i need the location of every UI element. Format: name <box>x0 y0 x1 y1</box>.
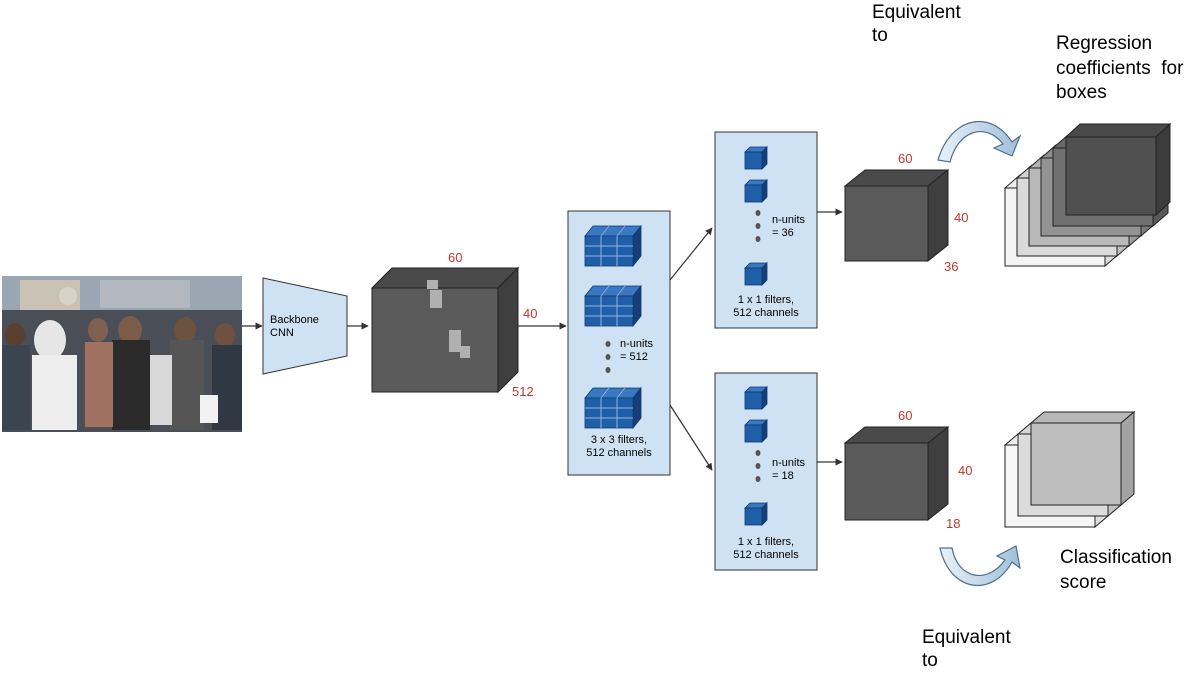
conv3-caption: 3 x 3 filters, 512 channels <box>572 434 666 459</box>
out-top-depth-label: 36 <box>944 259 959 274</box>
out-bottom-depth-label: 18 <box>946 516 961 531</box>
conv1-top-n-units-label: n-units <box>772 214 806 226</box>
conv1-top-caption-line1: 1 x 1 filters, <box>737 294 795 306</box>
classification-label: Classification score <box>1060 546 1172 595</box>
conv1-bottom-cube-1 <box>744 386 768 410</box>
conv1-bottom-n-units-value: = 18 <box>772 469 794 482</box>
regression-label: Regression coefficients for boxes <box>1056 32 1183 106</box>
conv1-bottom-cube-3 <box>744 502 768 526</box>
conv1-top-caption: 1 x 1 filters, 512 channels <box>719 294 813 319</box>
conv3-n-units-value: = 512 <box>620 350 648 363</box>
equivalent-top-label: Equivalent to <box>872 2 961 48</box>
arrow-conv3-to-top <box>669 227 713 281</box>
conv1-bottom-ellipsis-dots <box>755 450 761 482</box>
classification-line1: Classification <box>1060 547 1172 568</box>
backbone-cnn-block <box>262 277 348 375</box>
equivalent-top-line1: Equivalent <box>872 2 961 23</box>
output-top-cuboid <box>843 168 950 263</box>
output-bottom-cuboid <box>843 425 950 522</box>
conv1-bottom-caption-line2: 512 channels <box>733 548 799 561</box>
arrow-conv3-to-bottom <box>669 404 713 471</box>
regression-stack <box>1003 122 1172 268</box>
conv3-filter-cube-1 <box>584 225 642 267</box>
conv1-top-cube-1 <box>744 146 768 170</box>
conv3-caption-line1: 3 x 3 filters, <box>590 434 648 446</box>
conv3-n-units-label: n-units <box>620 338 654 350</box>
conv3-ellipsis-dots <box>605 341 611 373</box>
feature-height-label: 40 <box>523 306 538 321</box>
conv1-top-n-units: n-units = 36 <box>772 214 805 239</box>
conv3-caption-line2: 512 channels <box>586 446 652 459</box>
equivalent-top-line2: to <box>872 24 888 46</box>
conv1-top-cube-3 <box>744 262 768 286</box>
out-bottom-width-label: 60 <box>898 408 913 423</box>
out-top-height-label: 40 <box>954 210 969 225</box>
conv1-bottom-caption: 1 x 1 filters, 512 channels <box>719 536 813 561</box>
conv1-bottom-caption-line1: 1 x 1 filters, <box>737 536 795 548</box>
regression-line1: Regression <box>1056 33 1153 54</box>
backbone-label: Backbone CNN <box>270 314 319 339</box>
equivalent-bottom-label: Equivalent to <box>922 627 1011 673</box>
feature-width-label: 60 <box>448 250 463 265</box>
conv1-bottom-panel <box>714 372 818 571</box>
curved-arrow-top <box>937 120 1022 163</box>
conv1-bottom-cube-2 <box>744 419 768 443</box>
conv1-top-cube-2 <box>744 179 768 203</box>
out-bottom-height-label: 40 <box>958 463 973 478</box>
out-top-width-label: 60 <box>898 151 913 166</box>
conv3-n-units: n-units = 512 <box>620 338 653 363</box>
conv1-top-caption-line2: 512 channels <box>733 306 799 319</box>
conv1-top-ellipsis-dots <box>755 210 761 242</box>
feature-map-cuboid <box>370 266 520 394</box>
regression-line3: boxes <box>1056 82 1107 104</box>
conv3-filter-cube-3 <box>584 387 642 429</box>
classification-stack <box>1003 410 1136 529</box>
classification-line2: score <box>1060 571 1107 593</box>
backbone-label-line2: CNN <box>270 326 294 339</box>
curved-arrow-bottom <box>939 545 1021 587</box>
input-photo <box>2 276 242 432</box>
backbone-label-line1: Backbone <box>270 314 319 326</box>
conv1-top-n-units-value: = 36 <box>772 226 794 239</box>
conv1-bottom-n-units-label: n-units <box>772 457 806 469</box>
equivalent-bottom-line1: Equivalent <box>922 627 1011 648</box>
conv3-filter-cube-2 <box>584 285 642 327</box>
conv1-bottom-n-units: n-units = 18 <box>772 457 805 482</box>
feature-depth-label: 512 <box>512 384 534 399</box>
equivalent-bottom-line2: to <box>922 649 938 671</box>
regression-line2: coefficients for <box>1056 57 1184 79</box>
